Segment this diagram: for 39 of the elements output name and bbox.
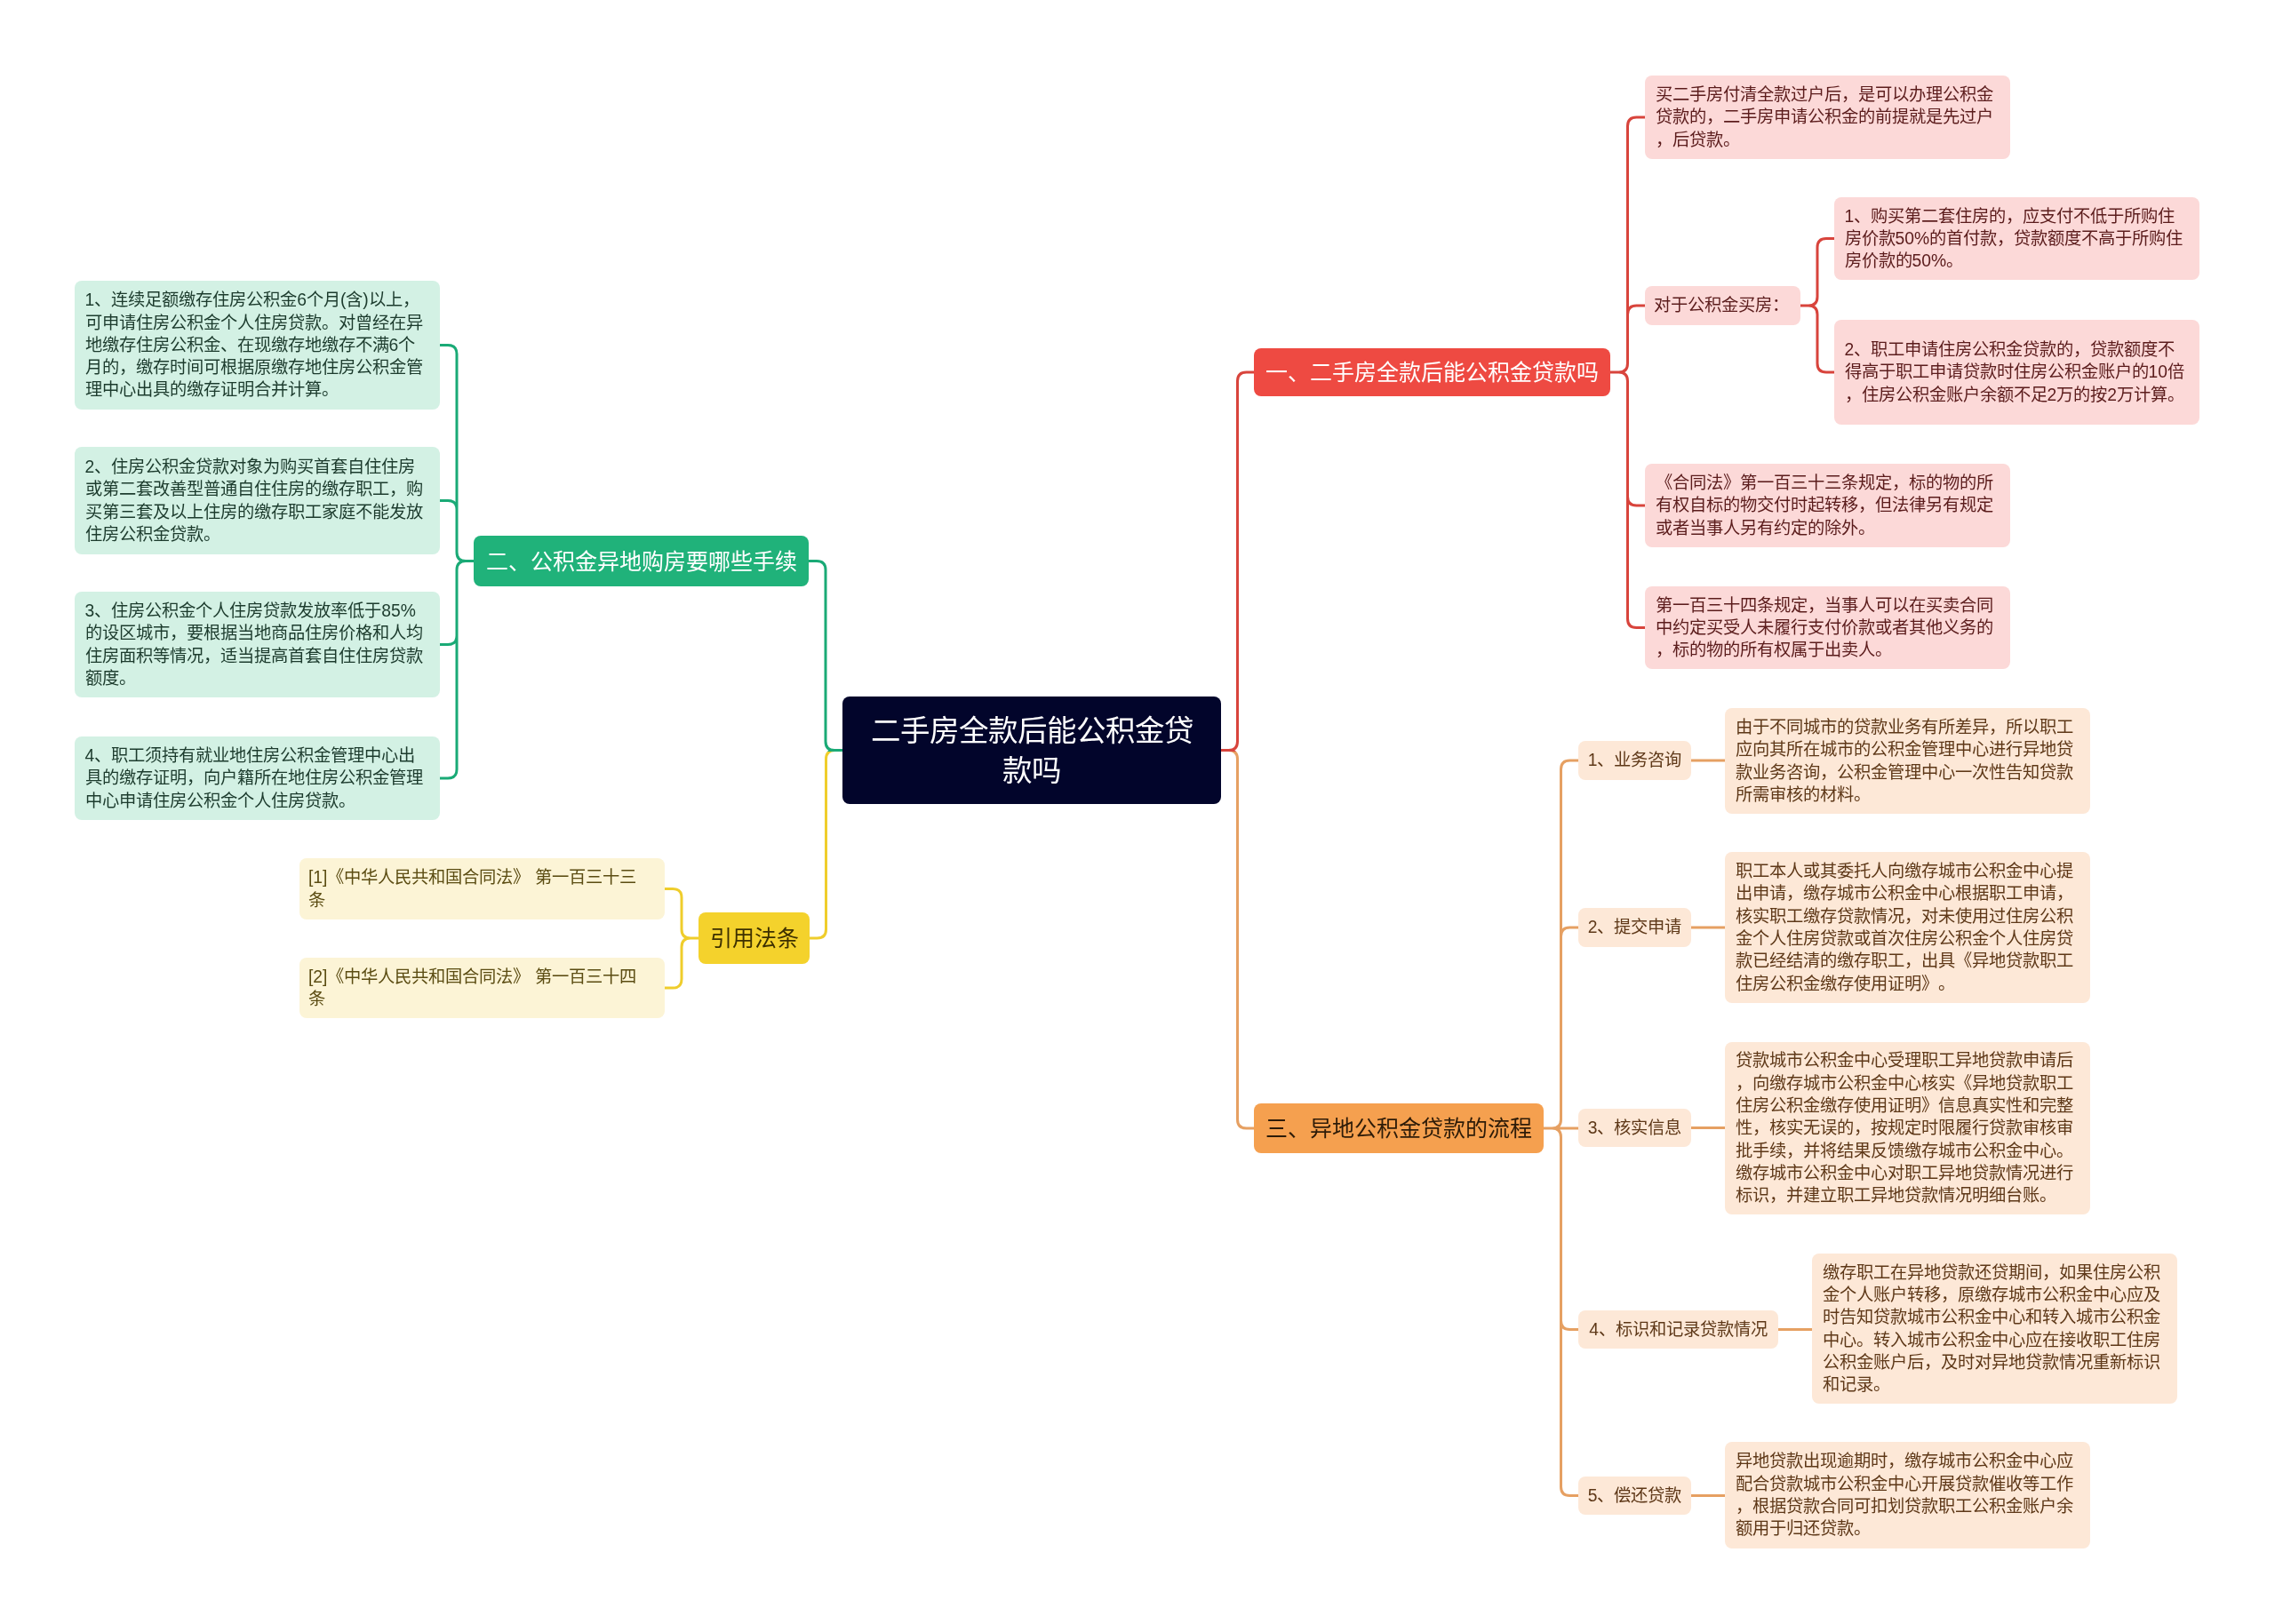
subtopic-box: 职工本人或其委托人向缴存城市公积金中心提出申请，缴存城市公积金中心根据职工申请，核实职工缴存贷款情况，对未使用过住房公积金个人住房贷款或首次住房公积金个人住房贷款已经结清的缴存职工，出具《异地贷款职工住房公积金缴存使用证明》。 <box>1725 852 2090 1003</box>
connector-line <box>1691 759 1725 762</box>
connector-line <box>1691 1494 1725 1497</box>
subtopic-box: 贷款城市公积金中心受理职工异地贷款申请后，向缴存城市公积金中心核实《异地贷款职工住房公积金缴存使用证明》信息真实性和完整性，核实无误的，按规定时限履行贷款审核审批手续，并将结果反馈缴存城市公积金中心。缴存城市公积金中心对职工异地贷款情况进行标识，并建立职工异地贷款情况明细台账。 <box>1725 1042 2090 1214</box>
connector-line <box>438 344 475 780</box>
subtopic-box: 1、购买第二套住房的，应支付不低于所购住房价款50%的首付款，贷款额度不高于所购住房价款的50%。 <box>1834 197 2199 280</box>
subtopic-box: 买二手房付清全款过户后，是可以办理公积金贷款的，二手房申请公积金的前提就是先过户，后贷款。 <box>1645 76 2010 159</box>
subtopic-box: 《合同法》第一百三十三条规定，标的物的所有权自标的物交付时起转移，但法律另有规定或者当事人另有约定的除外。 <box>1645 464 2010 547</box>
step-label-box: 5、偿还贷款 <box>1578 1477 1691 1515</box>
connector-line <box>1608 115 1647 629</box>
connector-line <box>1778 1328 1812 1331</box>
subtopic-box: 由于不同城市的贷款业务有所差异，所以职工应向其所在城市的公积金管理中心进行异地贷款业务咨询，公积金管理中心一次性告知贷款所需审核的材料。 <box>1725 708 2090 814</box>
connector-line <box>1691 1126 1725 1129</box>
connector-line <box>807 560 844 940</box>
subtopic-box: [2]《中华人民共和国合同法》 第一百三十四条 <box>299 958 665 1018</box>
subtopic-box: 对于公积金买房： <box>1645 286 1800 325</box>
branch-topic-box: 二、公积金异地购房要哪些手续 <box>474 536 809 586</box>
subtopic-box: 第一百三十四条规定，当事人可以在买卖合同中约定买受人未履行支付价款或者其他义务的，标的物的所有权属于出卖人。 <box>1645 586 2010 669</box>
branch-topic-box: 引用法条 <box>698 912 810 964</box>
connector-line <box>1691 926 1725 929</box>
subtopic-box: 2、住房公积金贷款对象为购买首套自住住房或第二套改善型普通自住住房的缴存职工，购买第三套及以上住房的缴存职工家庭不能发放住房公积金贷款。 <box>75 447 440 554</box>
step-label-box: 4、标识和记录贷款情况 <box>1578 1310 1778 1349</box>
subtopic-box: 缴存职工在异地贷款还贷期间，如果住房公积金个人账户转移，原缴存城市公积金中心应及时告知贷款城市公积金中心和转入城市公积金中心。转入城市公积金中心应在接收职工住房公积金账户后，及时对异地贷款情况重新标识和记录。 <box>1812 1254 2177 1404</box>
subtopic-box: 1、连续足额缴存住房公积金6个月(含)以上，可申请住房公积金个人住房贷款。对曾经在异地缴存住房公积金、在现缴存地缴存不满6个月的，缴存时间可根据原缴存地住房公积金管理中心出具的缴存证明合并计算。 <box>75 281 440 410</box>
step-label-box: 1、业务咨询 <box>1578 741 1691 780</box>
branch-topic-box: 一、二手房全款后能公积金贷款吗 <box>1254 348 1610 396</box>
connector-line <box>663 888 700 990</box>
connector-line <box>1799 237 1836 374</box>
branch-topic-box: 三、异地公积金贷款的流程 <box>1254 1103 1544 1153</box>
step-label-box: 2、提交申请 <box>1578 908 1691 947</box>
subtopic-box: 3、住房公积金个人住房贷款发放率低于85%的设区城市，要根据当地商品住房价格和人均住房面积等情况，适当提高首套自住住房贷款额度。 <box>75 592 440 697</box>
subtopic-box: 2、职工申请住房公积金贷款的，贷款额度不得高于职工申请贷款时住房公积金账户的10倍，住房公积金账户余额不足2万的按2万计算。 <box>1834 320 2199 425</box>
connector-line <box>1542 759 1580 1497</box>
subtopic-box: 4、职工须持有就业地住房公积金管理中心出具的缴存证明，向户籍所在地住房公积金管理中心申请住房公积金个人住房贷款。 <box>75 736 440 820</box>
step-label-box: 3、核实信息 <box>1578 1109 1691 1147</box>
connector-line <box>1219 370 1256 1130</box>
central-topic-box: 二手房全款后能公积金贷款吗 <box>842 697 1221 804</box>
subtopic-box: [1]《中华人民共和国合同法》 第一百三十三条 <box>299 858 665 919</box>
subtopic-box: 异地贷款出现逾期时，缴存城市公积金中心应配合贷款城市公积金中心开展贷款催收等工作，根据贷款合同可扣划贷款职工公积金账户余额用于归还贷款。 <box>1725 1442 2090 1548</box>
